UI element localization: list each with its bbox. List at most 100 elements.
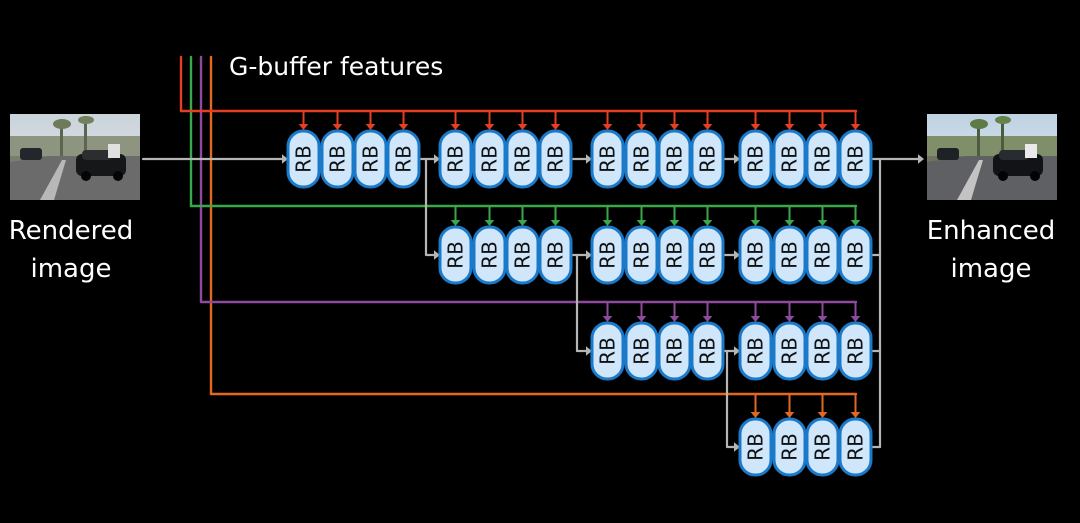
rb-block-r1-g2-b4-label: RB — [544, 145, 568, 173]
output-label: Enhanced image — [911, 212, 1071, 288]
rb-block-r2-g2-b2 — [472, 225, 507, 285]
rb-block-r1-g1-b1 — [286, 129, 321, 189]
rb-block-r1-g1-b3 — [353, 129, 388, 189]
gbuffer-arrow-r4-g4-b3 — [817, 412, 828, 418]
rb-block-r2-g3-b4 — [690, 225, 725, 285]
rb-block-r3-g3-b4 — [690, 321, 725, 381]
rb-block-r4-g4-b2-label: RB — [778, 433, 802, 461]
rb-block-r3-g4-b3 — [805, 321, 840, 381]
rb-block-r1-g4-b4-label: RB — [844, 145, 868, 173]
rb-block-r2-g3-b1-label: RB — [596, 241, 620, 269]
rb-block-r2-g4-b3-label: RB — [811, 241, 835, 269]
row1-link-arrow-g3 — [734, 154, 740, 164]
branch-arrow-row4 — [734, 442, 740, 452]
rb-block-r2-g2-b4-label: RB — [544, 241, 568, 269]
rb-block-r1-g3-b4 — [690, 129, 725, 189]
rb-block-r3-g3-b2 — [624, 321, 659, 381]
gbuffer-arrow-r2-g4-b2 — [784, 220, 795, 226]
input-label: Rendered image — [0, 212, 151, 288]
output-label-line-1: Enhanced — [926, 216, 1056, 246]
rb-block-r2-g2-b3-label: RB — [511, 241, 535, 269]
rb-block-r1-g2-b3 — [505, 129, 540, 189]
enhanced-street-scene-icon — [927, 114, 1057, 200]
gbuffer-arrow-r2-g2-b1 — [450, 220, 461, 226]
gbuffer-arrow-r2-g3-b4 — [702, 220, 713, 226]
gbuffer-arrow-r4-g4-b4 — [850, 412, 861, 418]
gbuffer-arrow-r1-g3-b2 — [636, 124, 647, 130]
rb-block-r1-g4-b3-label: RB — [811, 145, 835, 173]
rb-block-r2-g4-b2 — [772, 225, 807, 285]
gbuffer-arrow-r1-g3-b1 — [602, 124, 613, 130]
gbuffer-arrow-r1-g4-b2 — [784, 124, 795, 130]
rb-block-r1-g2-b1 — [438, 129, 473, 189]
rb-block-r4-g4-b1-label: RB — [744, 433, 768, 461]
rb-block-r1-g3-b2 — [624, 129, 659, 189]
rb-block-r3-g4-b1-label: RB — [744, 337, 768, 365]
gbuffer-arrow-r2-g2-b3 — [517, 220, 528, 226]
rb-block-r4-g4-b3-label: RB — [811, 433, 835, 461]
row2-link-arrow-g3 — [734, 250, 740, 260]
rb-block-r3-g4-b2-label: RB — [778, 337, 802, 365]
rb-block-r2-g3-b1 — [590, 225, 625, 285]
rb-block-r2-g2-b2-label: RB — [478, 241, 502, 269]
gbuffer-arrow-r1-g3-b3 — [669, 124, 680, 130]
branch-row3-to-row4 — [725, 351, 734, 449]
gbuffer-arrow-r3-g4-b1 — [750, 316, 761, 322]
rb-block-r3-g3-b1-label: RB — [596, 337, 620, 365]
rb-block-r2-g2-b1 — [438, 225, 473, 285]
rb-block-r1-g4-b3 — [805, 129, 840, 189]
rb-block-r1-g1-b4-label: RB — [392, 145, 416, 173]
rb-block-r1-g3-b3-label: RB — [663, 145, 687, 173]
branch-arrow-row3 — [586, 346, 592, 356]
rb-block-r1-g4-b1 — [738, 129, 773, 189]
street-scene-icon — [10, 114, 140, 200]
gbuffer-arrow-r2-g4-b3 — [817, 220, 828, 226]
rendered-image-photo — [10, 114, 140, 200]
rb-block-r2-g3-b3-label: RB — [663, 241, 687, 269]
rb-block-r4-g4-b3 — [805, 417, 840, 477]
enhanced-image-photo — [927, 114, 1057, 200]
rb-block-r1-g4-b2-label: RB — [778, 145, 802, 173]
gbuffer-arrow-r1-g1-b2 — [332, 124, 343, 130]
gbuffer-arrow-r1-g4-b3 — [817, 124, 828, 130]
rb-block-r2-g3-b2-label: RB — [630, 241, 654, 269]
rb-block-r1-g1-b2 — [320, 129, 355, 189]
gbuffer-arrow-r2-g2-b4 — [550, 220, 561, 226]
gbuffer-arrow-r2-g3-b3 — [669, 220, 680, 226]
rb-block-r1-g3-b1 — [590, 129, 625, 189]
rb-block-r2-g2-b4 — [538, 225, 573, 285]
rb-block-r2-g2-b1-label: RB — [444, 241, 468, 269]
rb-block-r1-g3-b1-label: RB — [596, 145, 620, 173]
rb-block-r2-g4-b1 — [738, 225, 773, 285]
gbuffer-arrow-r1-g1-b4 — [398, 124, 409, 130]
rb-block-r1-g3-b4-label: RB — [696, 145, 720, 173]
rb-block-r4-g4-b4 — [838, 417, 873, 477]
gbuffer-arrow-r3-g3-b1 — [602, 316, 613, 322]
branch-arrow-row2 — [434, 250, 440, 260]
rb-block-r2-g3-b3 — [657, 225, 692, 285]
input-to-row1-arrow — [282, 154, 288, 164]
gbuffer-arrow-r2-g3-b1 — [602, 220, 613, 226]
rb-block-r2-g4-b2-label: RB — [778, 241, 802, 269]
row3-link-arrow-g3 — [734, 346, 740, 356]
rb-block-r4-g4-b2 — [772, 417, 807, 477]
gbuffer-arrow-r1-g1-b3 — [365, 124, 376, 130]
rb-block-r2-g3-b2 — [624, 225, 659, 285]
rb-block-r2-g3-b4-label: RB — [696, 241, 720, 269]
output-label-line-2: image — [950, 254, 1032, 284]
rb-block-r1-g1-b1-label: RB — [292, 145, 316, 173]
rb-block-r4-g4-b4-label: RB — [844, 433, 868, 461]
gbuffer-arrow-r2-g2-b2 — [484, 220, 495, 226]
gbuffer-arrow-r4-g4-b1 — [750, 412, 761, 418]
rb-block-r3-g4-b4-label: RB — [844, 337, 868, 365]
gbuffer-arrow-r3-g4-b4 — [850, 316, 861, 322]
gbuffer-arrow-r2-g3-b2 — [636, 220, 647, 226]
gbuffer-arrow-r1-g1-b1 — [298, 124, 309, 130]
rb-block-r2-g4-b1-label: RB — [744, 241, 768, 269]
gbuffer-arrow-r1-g2-b4 — [550, 124, 561, 130]
input-label-line-1: Rendered — [8, 216, 134, 246]
rb-block-r2-g4-b4-label: RB — [844, 241, 868, 269]
rb-block-r4-g4-b1 — [738, 417, 773, 477]
rb-block-r3-g4-b4 — [838, 321, 873, 381]
rb-block-r1-g2-b4 — [538, 129, 573, 189]
